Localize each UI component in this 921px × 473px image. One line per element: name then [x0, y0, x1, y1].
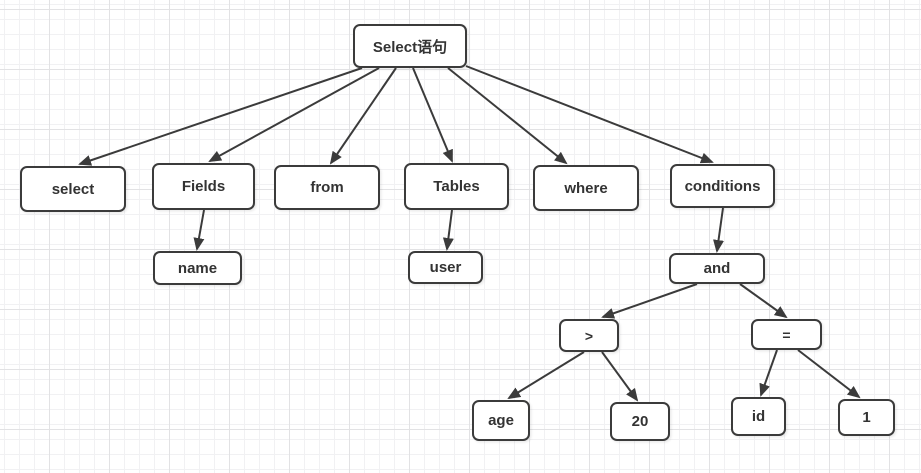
edge-root-to-tables [412, 67, 453, 163]
edge-fields-to-name [193, 209, 205, 251]
edge-root-to-fields [208, 67, 380, 162]
node-label-from: from [310, 179, 344, 196]
node-label-conditions: conditions [684, 177, 761, 195]
node-label-age: age [488, 412, 514, 429]
node-label-gt: > [584, 327, 594, 344]
edge-root-to-select [78, 67, 363, 166]
node-label-select: select [51, 180, 95, 198]
node-age[interactable]: age [472, 400, 530, 441]
node-conditions[interactable]: conditions [670, 164, 775, 208]
node-root[interactable]: Select语句 [353, 24, 467, 68]
node-label-num20: 20 [631, 413, 649, 430]
edge-and-to-gt [601, 283, 698, 319]
node-label-user: user [429, 259, 462, 276]
node-label-num1: 1 [862, 409, 871, 426]
edge-eq-to-id [759, 349, 778, 397]
node-label-and: and [703, 260, 731, 277]
edge-and-to-eq [739, 283, 788, 319]
node-label-tables: Tables [433, 178, 480, 195]
edge-conditions-to-and [713, 207, 724, 253]
node-gt[interactable]: > [559, 319, 619, 352]
node-user[interactable]: user [408, 251, 483, 284]
edge-root-to-where [447, 67, 568, 165]
node-label-id: id [751, 408, 766, 425]
node-id[interactable]: id [731, 397, 786, 436]
node-select[interactable]: select [20, 166, 126, 212]
node-name[interactable]: name [153, 251, 242, 285]
node-label-root: Select语句 [372, 38, 448, 56]
edge-root-to-from [329, 67, 397, 165]
node-fields[interactable]: Fields [152, 163, 255, 210]
edge-gt-to-age [507, 351, 585, 400]
edge-root-to-conditions [465, 65, 714, 164]
node-num1[interactable]: 1 [838, 399, 895, 436]
node-and[interactable]: and [669, 253, 765, 284]
node-label-name: name [177, 259, 218, 277]
node-from[interactable]: from [274, 165, 380, 210]
edge-eq-to-num1 [797, 349, 861, 399]
node-label-eq: = [782, 326, 791, 343]
node-where[interactable]: where [533, 165, 639, 211]
node-eq[interactable]: = [751, 319, 822, 350]
edge-gt-to-num20 [601, 351, 639, 402]
edge-tables-to-user [442, 209, 454, 251]
node-num20[interactable]: 20 [610, 402, 670, 441]
node-label-where: where [564, 179, 608, 197]
node-label-fields: Fields [181, 178, 226, 195]
node-tables[interactable]: Tables [404, 163, 509, 210]
